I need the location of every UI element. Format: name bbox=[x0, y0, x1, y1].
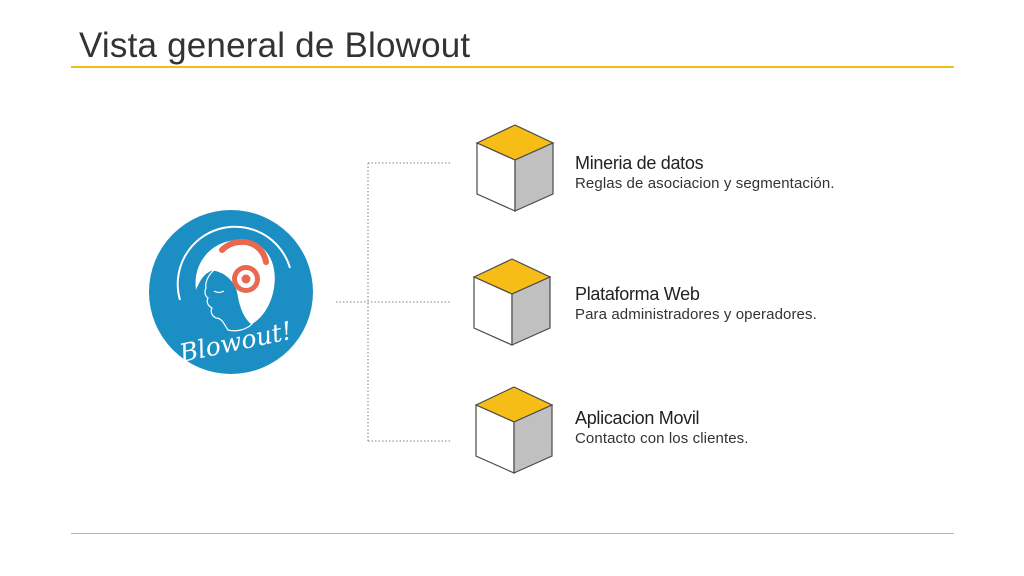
page-title: Vista general de Blowout bbox=[79, 26, 471, 65]
item-mineria: Mineria de datos Reglas de asociacion y … bbox=[575, 152, 835, 194]
item-title: Mineria de datos bbox=[575, 153, 704, 173]
item-title: Plataforma Web bbox=[575, 284, 700, 304]
logo-headphone-cup-inner bbox=[241, 274, 251, 284]
blowout-logo: Blowout! bbox=[149, 210, 313, 374]
cube-side-face bbox=[513, 404, 553, 474]
item-plataforma: Plataforma Web Para administradores y op… bbox=[575, 283, 817, 325]
logo-headphone-band bbox=[219, 239, 269, 265]
item-title: Aplicacion Movil bbox=[575, 408, 700, 428]
item-description: Contacto con los clientes. bbox=[575, 430, 749, 447]
cube-plataforma bbox=[472, 258, 552, 346]
logo-face bbox=[204, 269, 253, 332]
bottom-divider bbox=[71, 533, 954, 534]
title-underline bbox=[71, 66, 954, 68]
logo-arc bbox=[176, 225, 291, 301]
item-description: Reglas de asociacion y segmentación. bbox=[575, 175, 835, 192]
connector-lines bbox=[336, 162, 450, 442]
item-aplicacion: Aplicacion Movil Contacto con los client… bbox=[575, 407, 749, 449]
cube-side-face bbox=[511, 276, 551, 346]
logo-closed-eye bbox=[213, 290, 225, 294]
cube-side-face bbox=[514, 142, 554, 212]
cube-aplicacion bbox=[474, 386, 554, 474]
item-description: Para administradores y operadores. bbox=[575, 306, 817, 323]
cube-mineria bbox=[475, 124, 555, 212]
